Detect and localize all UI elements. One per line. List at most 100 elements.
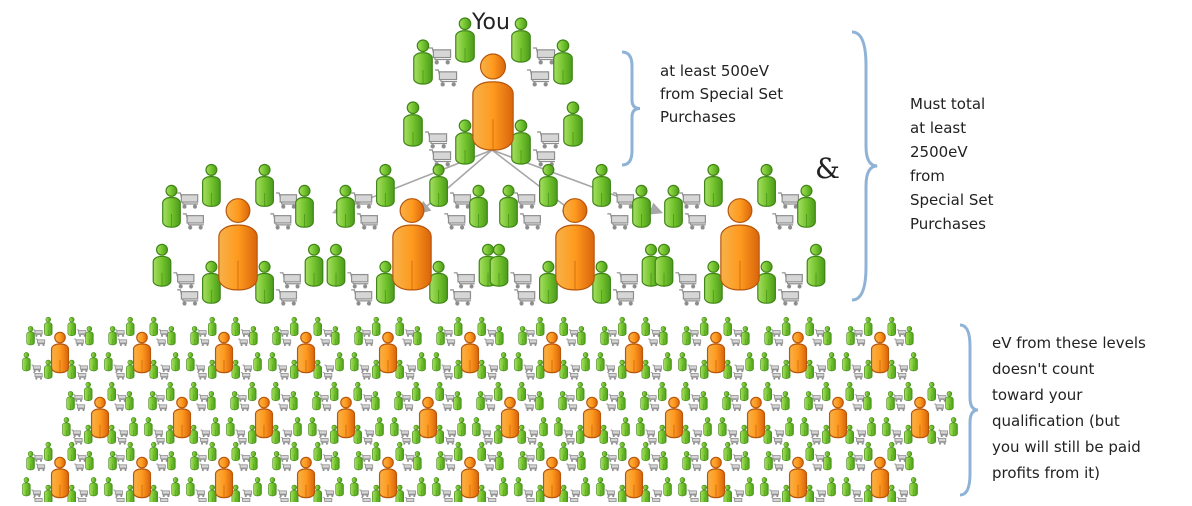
- shopping-cart-icon: [527, 70, 549, 86]
- person-green-icon: [27, 326, 35, 344]
- level1-requirement-text: at least 500eV from Special Set Purchase…: [660, 60, 860, 129]
- person-green-icon: [377, 165, 395, 207]
- person-green-icon: [758, 261, 776, 303]
- person-green-icon: [950, 417, 958, 435]
- shopping-cart-icon: [197, 373, 206, 380]
- person-orange-icon: [708, 332, 725, 372]
- shopping-cart-icon: [689, 373, 698, 380]
- person-green-icon: [126, 442, 134, 460]
- shopping-cart-icon: [279, 373, 288, 380]
- person-green-icon: [782, 391, 790, 409]
- person-green-icon: [824, 326, 832, 344]
- shopping-cart-icon: [113, 490, 122, 497]
- shopping-cart-icon: [361, 373, 370, 380]
- person-orange-icon: [338, 397, 355, 437]
- person-green-icon: [764, 382, 772, 400]
- shopping-cart-icon: [692, 430, 701, 437]
- shopping-cart-icon: [158, 404, 167, 411]
- shopping-cart-icon: [897, 455, 906, 462]
- shopping-cart-icon: [33, 498, 42, 502]
- person-green-icon: [168, 326, 176, 344]
- person-green-icon: [582, 477, 590, 495]
- person-green-icon: [665, 185, 683, 227]
- shopping-cart-icon: [525, 373, 534, 380]
- person-green-icon: [540, 417, 548, 435]
- person-green-icon: [105, 352, 113, 370]
- shopping-cart-icon: [733, 330, 742, 337]
- shopping-cart-icon: [441, 490, 450, 497]
- shopping-cart-icon: [279, 498, 288, 502]
- shopping-cart-icon: [446, 464, 455, 471]
- shopping-cart-icon: [406, 365, 415, 372]
- shopping-cart-icon: [563, 430, 572, 437]
- person-orange-icon: [174, 397, 191, 437]
- shopping-cart-icon: [687, 365, 696, 372]
- person-green-icon: [578, 326, 586, 344]
- shopping-cart-icon: [399, 430, 408, 437]
- person-green-icon: [576, 382, 584, 400]
- shopping-cart-icon: [607, 498, 616, 502]
- shopping-cart-icon: [687, 490, 696, 497]
- person-green-icon: [168, 451, 176, 469]
- shopping-cart-icon: [816, 490, 825, 497]
- shopping-cart-icon: [650, 404, 659, 411]
- person-green-icon: [660, 326, 668, 344]
- person-green-icon: [150, 317, 158, 335]
- person-green-icon: [946, 391, 954, 409]
- person-green-icon: [801, 417, 809, 435]
- person-green-icon: [847, 451, 855, 469]
- shopping-cart-icon: [891, 430, 900, 437]
- person-green-icon: [396, 442, 404, 460]
- person-green-icon: [883, 417, 891, 435]
- person-green-icon: [68, 442, 76, 460]
- shopping-cart-icon: [610, 464, 619, 471]
- person-green-icon: [564, 102, 582, 146]
- person-green-icon: [327, 244, 345, 286]
- shopping-cart-icon: [117, 438, 126, 445]
- person-green-icon: [212, 417, 220, 435]
- shopping-cart-icon: [897, 373, 906, 380]
- person-green-icon: [191, 326, 199, 344]
- person-green-icon: [618, 391, 626, 409]
- person-orange-icon: [134, 332, 151, 372]
- shopping-cart-icon: [405, 373, 414, 380]
- shopping-cart-icon: [276, 193, 297, 208]
- person-green-icon: [273, 451, 281, 469]
- you-label: You: [472, 10, 510, 35]
- person-green-icon: [290, 442, 298, 460]
- person-green-icon: [864, 391, 872, 409]
- person-green-icon: [906, 451, 914, 469]
- shopping-cart-icon: [510, 273, 531, 288]
- shopping-cart-icon: [569, 330, 578, 337]
- shopping-cart-icon: [609, 438, 618, 445]
- shopping-cart-icon: [613, 290, 634, 305]
- shopping-cart-icon: [454, 273, 475, 288]
- shopping-cart-icon: [774, 464, 783, 471]
- person-green-icon: [208, 391, 216, 409]
- shopping-cart-icon: [651, 455, 660, 462]
- shopping-cart-icon: [242, 365, 251, 372]
- person-green-icon: [906, 326, 914, 344]
- person-green-icon: [187, 477, 195, 495]
- person-green-icon: [430, 261, 448, 303]
- shopping-cart-icon: [488, 365, 497, 372]
- shopping-cart-icon: [812, 339, 821, 346]
- shopping-cart-icon: [36, 464, 45, 471]
- person-orange-icon: [626, 457, 643, 497]
- shopping-cart-icon: [404, 404, 413, 411]
- shopping-cart-icon: [435, 70, 457, 86]
- person-green-icon: [305, 244, 323, 286]
- shopping-cart-icon: [897, 498, 906, 502]
- shopping-cart-icon: [359, 365, 368, 372]
- shopping-cart-icon: [77, 373, 86, 380]
- person-orange-icon: [380, 457, 397, 497]
- shopping-cart-icon: [523, 365, 532, 372]
- person-green-icon: [782, 442, 790, 460]
- person-green-icon: [414, 326, 422, 344]
- person-green-icon: [724, 317, 732, 335]
- person-green-icon: [723, 391, 731, 409]
- person-green-icon: [454, 317, 462, 335]
- shopping-cart-icon: [770, 404, 779, 411]
- person-green-icon: [109, 451, 117, 469]
- person-green-icon: [254, 352, 262, 370]
